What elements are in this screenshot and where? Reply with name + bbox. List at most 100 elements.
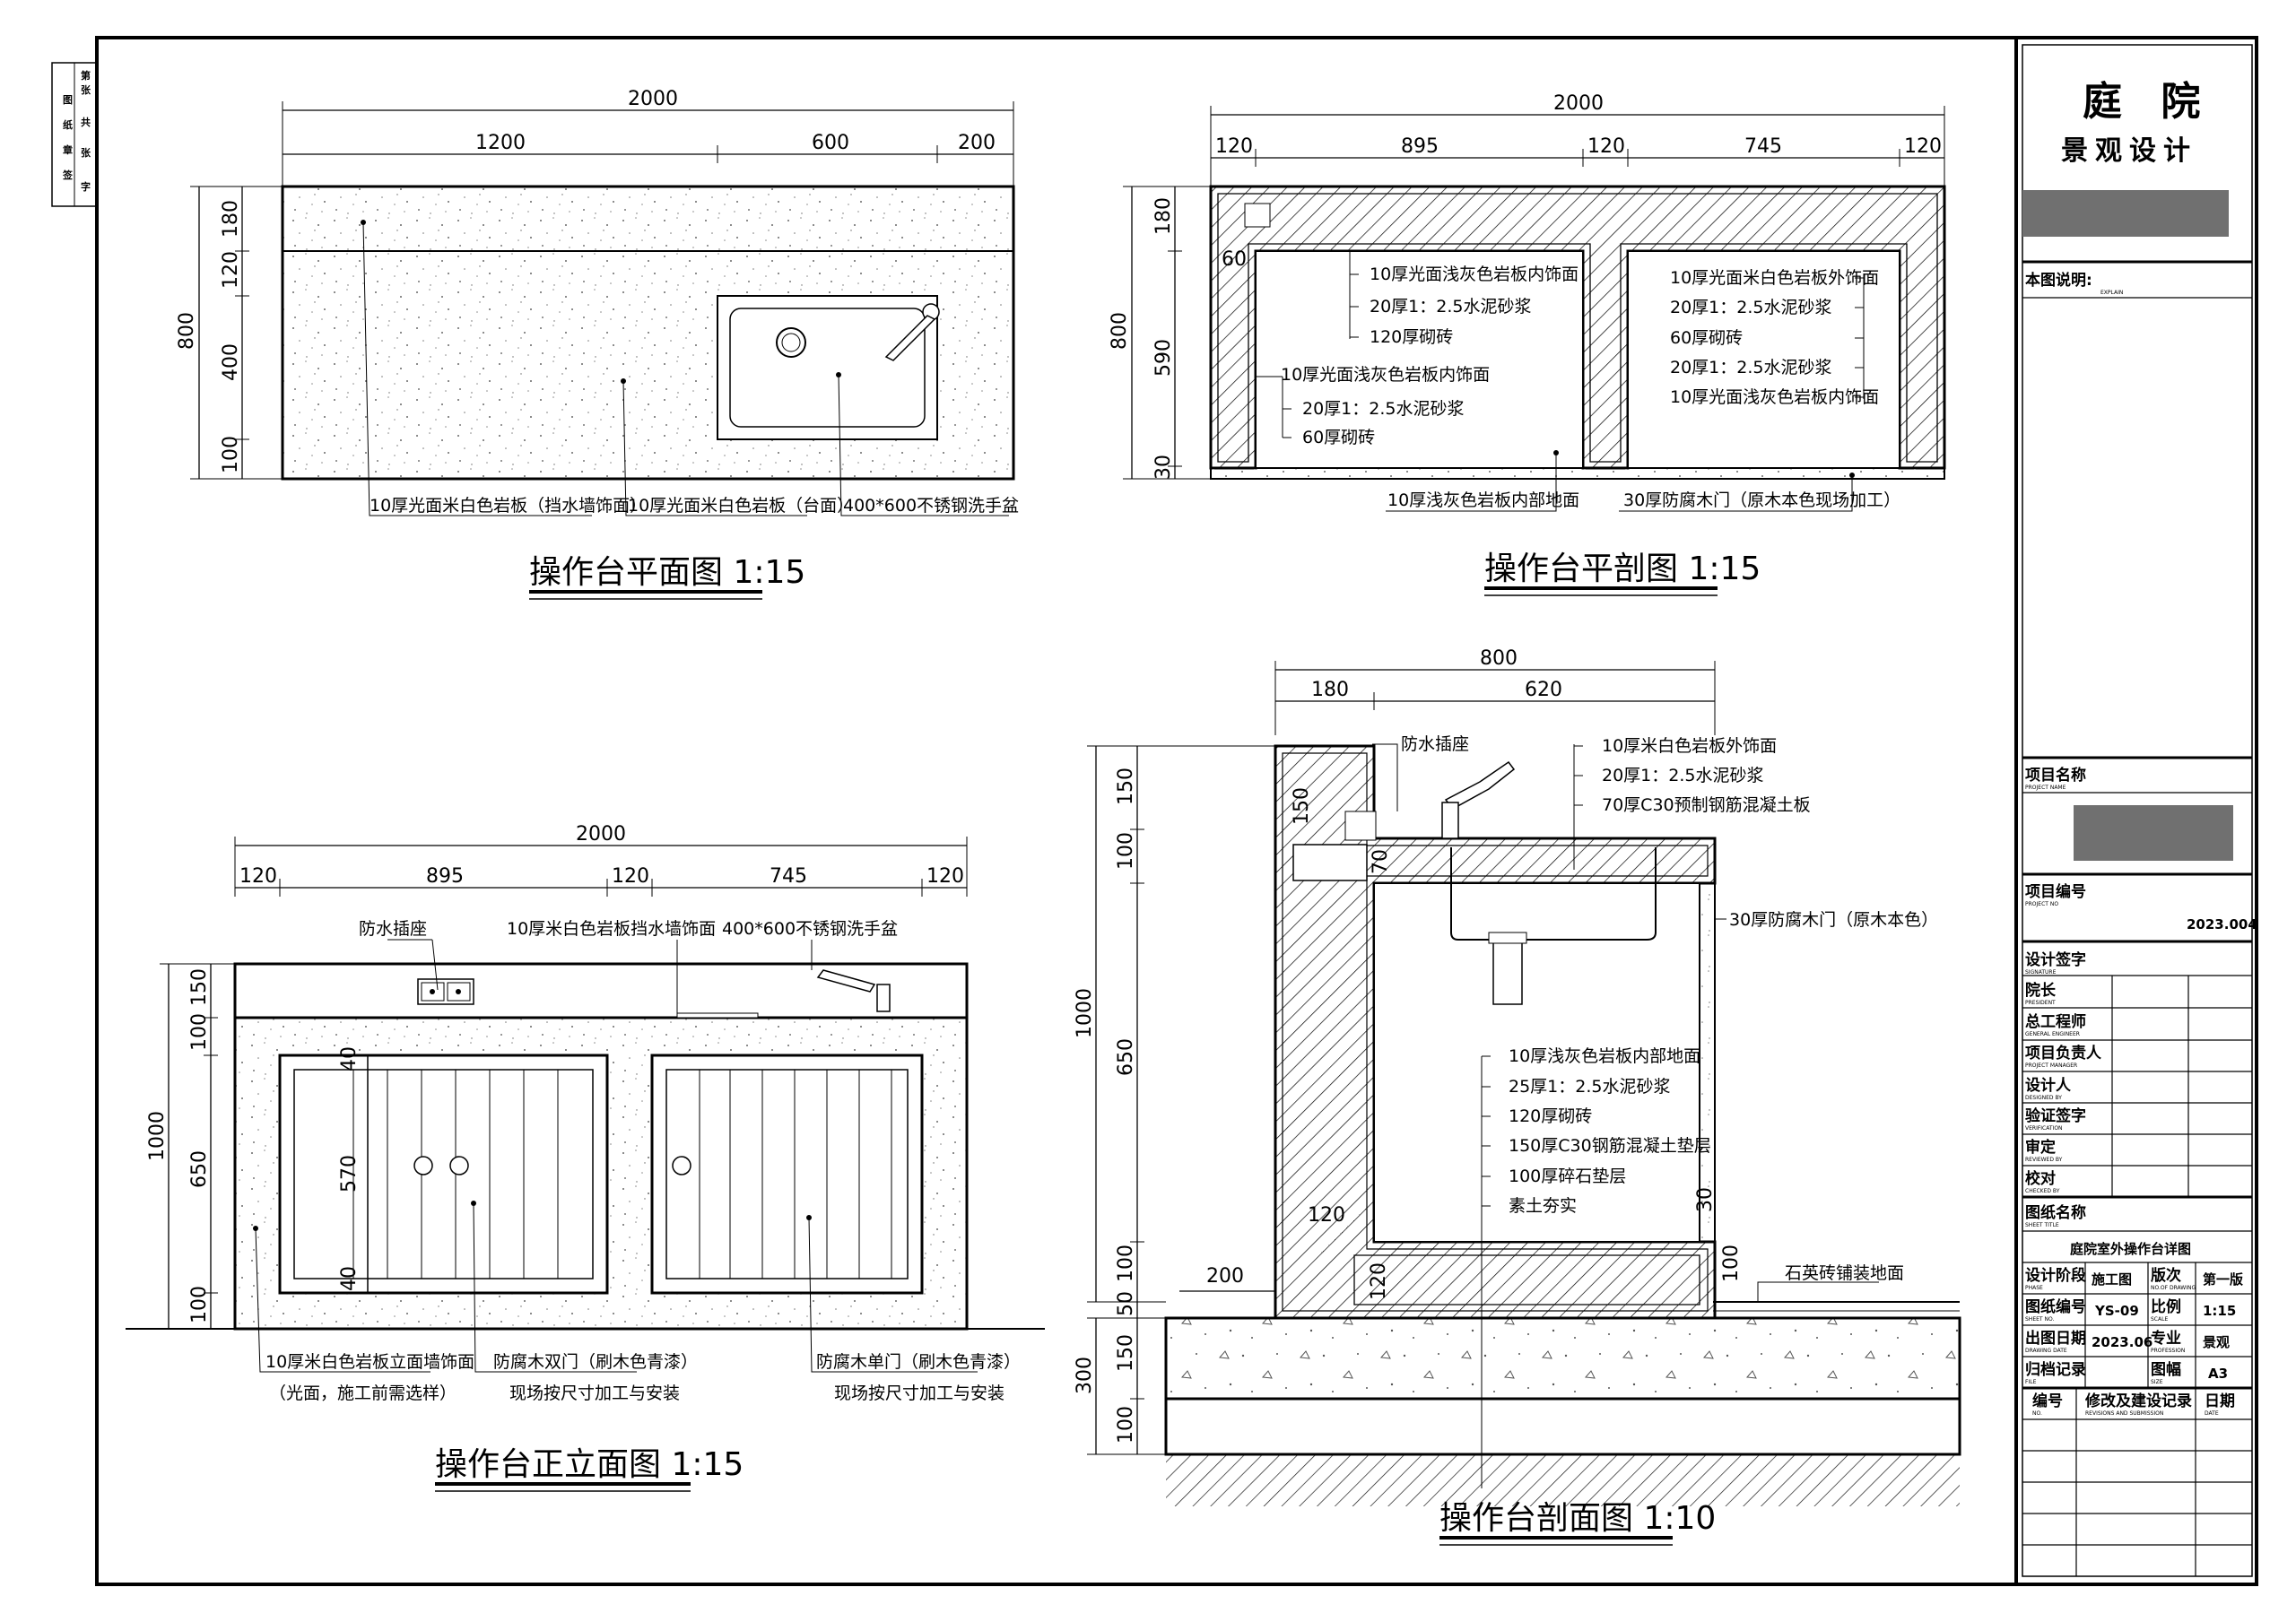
dim-label: 50 (1115, 1291, 1137, 1316)
note: 现场按尺寸加工与安装 (509, 1383, 680, 1403)
faucet-icon (676, 969, 891, 1019)
dim-label: 1000 (146, 1111, 169, 1161)
note: 25厚1：2.5水泥砂浆 (1509, 1077, 1670, 1097)
note: 防水插座 (359, 919, 427, 939)
note: 120厚砌砖 (1370, 327, 1453, 347)
sheet-title-value: 庭院室外操作台详图 (2070, 1241, 2191, 1257)
note: 10厚光面米白色岩板（台面） (628, 496, 854, 516)
role-sub: DESIGNED BY (2025, 1095, 2062, 1101)
note: 20厚1：2.5水泥砂浆 (1670, 358, 1831, 377)
wood-door (1699, 882, 1716, 1243)
signature-label: 设计签字 (2025, 950, 2086, 969)
row-sub: SHEET NO. (2025, 1316, 2054, 1323)
role-label: 项目负责人 (2025, 1044, 2102, 1063)
dim-label: 120 (1308, 1204, 1345, 1227)
verify-label: 验证签字 (2025, 1106, 2086, 1125)
row-label: 归档记录 (2025, 1360, 2086, 1379)
note: 防腐木单门（刷木色青漆） (816, 1352, 1021, 1372)
dim-label: 300 (1074, 1357, 1096, 1394)
dim-label: 120 (220, 251, 242, 289)
redacted-logo (2022, 190, 2229, 237)
strip-char: 纸 (63, 118, 73, 131)
note: 70厚C30预制钢筋混凝土板 (1602, 795, 1811, 815)
drain-icon (776, 327, 806, 358)
row-sub: PHASE (2025, 1285, 2043, 1291)
dim-label: 100 (1115, 832, 1137, 870)
note: 10厚光面米白色岩板（挡水墙饰面） (370, 496, 647, 516)
row-sub: SIZE (2151, 1379, 2163, 1385)
dim-label: 200 (1206, 1265, 1244, 1288)
note: 60厚砌砖 (1302, 428, 1375, 447)
dim-label: 570 (338, 1155, 361, 1193)
view-section: 800 180 620 1000 150 100 650 100 50 300 … (1074, 647, 1961, 1546)
strip-char: 章 (63, 143, 73, 156)
view-plan: 2000 1200 600 200 800 180 120 400 100 10 (176, 88, 1019, 600)
strip-char: 张 (81, 146, 91, 159)
dim-label: 800 (1480, 647, 1518, 670)
note: 20厚1：2.5水泥砂浆 (1670, 298, 1831, 317)
dim-label: 100 (188, 1286, 211, 1323)
dim-label: 120 (926, 865, 964, 888)
note: 20厚1：2.5水泥砂浆 (1302, 399, 1464, 419)
note: 20厚1：2.5水泥砂浆 (1602, 766, 1763, 785)
note: 10厚浅灰色岩板内部地面 (1509, 1046, 1700, 1066)
dim-label: 2000 (628, 88, 678, 110)
dim-label: 70 (1370, 849, 1392, 874)
dim-label: 895 (426, 865, 464, 888)
note: 10厚光面浅灰色岩板内饰面 (1670, 387, 1879, 407)
row-value: 2023.06 (2092, 1334, 2152, 1350)
row-value: 施工图 (2092, 1271, 2132, 1288)
dim-label: 745 (770, 865, 807, 888)
note: 10厚米白色岩板挡水墙饰面 (507, 919, 716, 939)
strip-char: 张 (81, 83, 91, 96)
dim-label: 30 (1152, 455, 1175, 480)
row-label: 设计阶段 (2025, 1266, 2086, 1285)
note: 60厚砌砖 (1670, 328, 1743, 348)
project-title-line1: 庭 院 (2083, 79, 2213, 125)
strip-char: 共 (81, 116, 91, 128)
dim-label: 100 (1720, 1245, 1743, 1282)
dim-label: 120 (1368, 1262, 1390, 1300)
note: 30厚防腐木门（原木本色现场加工） (1623, 490, 1900, 510)
project-no-label: 项目编号 (2025, 882, 2086, 901)
faucet-icon (1441, 760, 1516, 839)
dim-label: 150 (188, 968, 211, 1006)
dim-label: 120 (239, 865, 277, 888)
view-title: 操作台剖面图 1:10 (1439, 1500, 1716, 1537)
dim-label: 650 (188, 1150, 211, 1188)
dim-label: 40 (338, 1266, 361, 1291)
role-label: 审定 (2025, 1138, 2056, 1157)
strip-char: 字 (81, 180, 91, 193)
project-name-label: 项目名称 (2025, 766, 2086, 785)
dim-label: 2000 (576, 823, 626, 846)
dim-label: 650 (1115, 1038, 1137, 1076)
note: 10厚米白色岩板立面墙饰面 (265, 1352, 474, 1372)
sheet-title-sub: SHEET TITLE (2025, 1222, 2059, 1228)
row-label: 图纸编号 (2025, 1297, 2086, 1316)
note: （光面，施工前需选样） (269, 1383, 457, 1403)
concrete-base (1164, 1316, 1961, 1401)
project-no-sub: PROJECT NO (2025, 901, 2058, 907)
view-title: 操作台平面图 1:15 (529, 554, 805, 591)
dim-label: 180 (1311, 679, 1349, 701)
note: 400*600不锈钢洗手盆 (843, 496, 1019, 516)
single-door (650, 1054, 924, 1295)
dim-label: 40 (338, 1046, 361, 1071)
dim-label: 120 (1215, 135, 1253, 158)
role-sub: GENERAL ENGINEER (2025, 1031, 2080, 1037)
earth-hatch (1166, 1454, 1960, 1506)
note: 100厚碎石垫层 (1509, 1167, 1626, 1186)
strip-char: 第 (81, 69, 91, 82)
row-label: 专业 (2151, 1329, 2181, 1348)
row-sub: FILE (2025, 1379, 2037, 1385)
redacted-project-name (2074, 805, 2233, 861)
dim-label: 800 (1109, 312, 1131, 350)
dim-label: 895 (1401, 135, 1439, 158)
faucet-icon (884, 303, 940, 361)
sink-basin (1450, 847, 1657, 1005)
note: 10厚光面米白色岩板外饰面 (1670, 268, 1879, 288)
dim-label: 120 (612, 865, 649, 888)
explain-sub: EXPLAIN (2100, 290, 2123, 296)
role-label: 总工程师 (2025, 1012, 2086, 1031)
